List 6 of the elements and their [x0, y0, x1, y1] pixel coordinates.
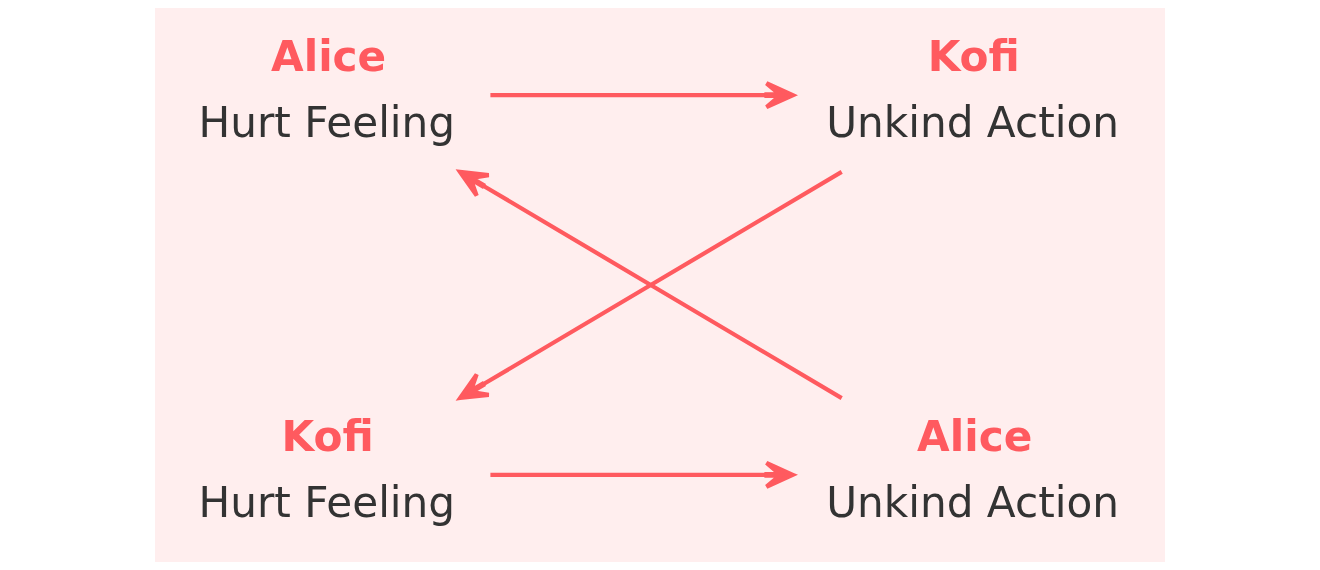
arrow — [490, 460, 795, 489]
arrow — [490, 81, 795, 110]
node-text: Alice Unkind Action — [826, 411, 1119, 527]
node-text: Kofi Unkind Action — [826, 31, 1119, 147]
node-text: Kofi Hurt Feeling — [198, 411, 456, 527]
node-text: Alice Hurt Feeling — [198, 31, 456, 147]
